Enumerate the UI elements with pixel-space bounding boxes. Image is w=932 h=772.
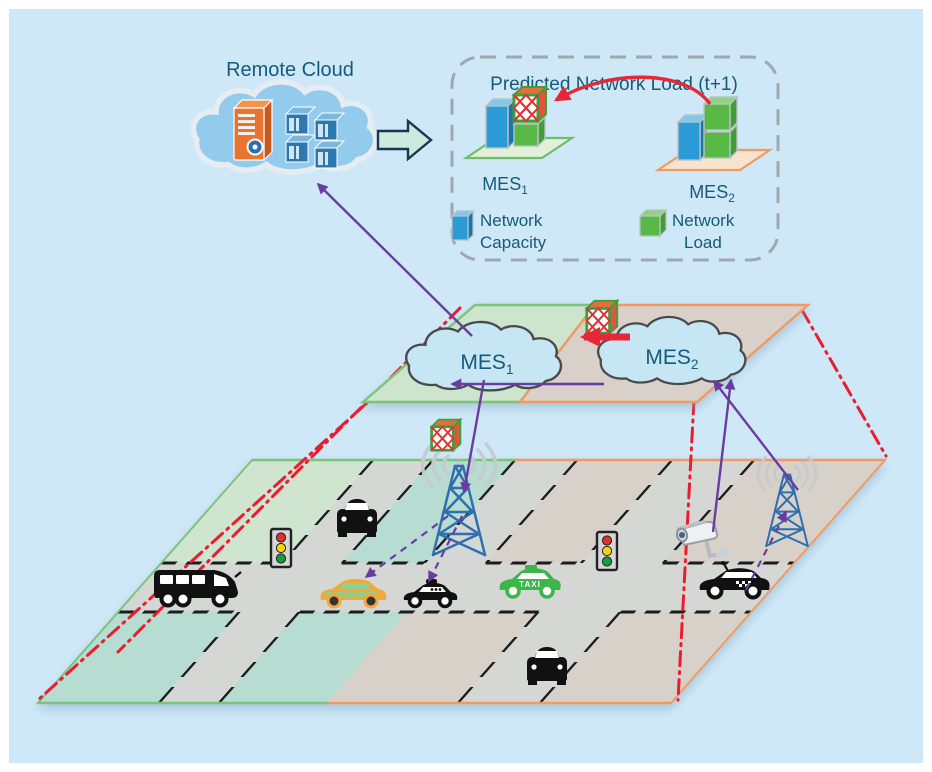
block-green-1 xyxy=(161,460,373,563)
mes1-to-tower1-link xyxy=(460,379,486,494)
taxi-label: TAXI xyxy=(519,580,541,589)
tower1-to-yellow-car-link xyxy=(364,515,449,578)
block-teal-2 xyxy=(37,612,240,703)
bus-icon xyxy=(154,570,242,608)
server-tower-icon xyxy=(232,98,274,162)
taxi-icon xyxy=(699,561,770,600)
legend-load-line1: Network xyxy=(672,211,735,230)
projection-line-middle xyxy=(676,398,696,702)
package-icon xyxy=(430,418,462,452)
legend-capacity-icon xyxy=(450,209,475,242)
load-bar xyxy=(702,95,739,160)
network-links xyxy=(316,182,799,533)
panel-title: Predicted Network Load (t+1) xyxy=(490,74,738,95)
predicted-load-panel: Predicted Network Load (t+1) MES1 xyxy=(450,55,780,262)
block-tan-1 xyxy=(486,460,672,563)
mes1-cloud: MES1 xyxy=(404,320,563,392)
taxi-to-tower2-link xyxy=(745,510,787,591)
traffic-light-icon xyxy=(269,527,293,569)
block-arrow-icon xyxy=(376,118,433,162)
predicted-mes2-label: MES2 xyxy=(689,182,735,205)
mes1-to-remote-cloud-link xyxy=(316,182,473,337)
green-zone-border xyxy=(35,458,517,705)
mes1-cloud-label: MES1 xyxy=(460,351,514,377)
predicted-migration-arrow xyxy=(553,75,712,106)
package-icon xyxy=(585,299,619,335)
remote-cloud xyxy=(193,82,375,172)
legend-load-icon xyxy=(638,208,668,238)
car-icon xyxy=(403,579,458,609)
camera-to-mes2-link xyxy=(711,378,736,533)
capacity-bar xyxy=(676,113,709,162)
panel-dashed-border xyxy=(450,55,780,262)
legend-capacity-line1: Network xyxy=(480,211,543,230)
block-teal-3 xyxy=(218,612,408,703)
car-icon xyxy=(320,579,387,609)
legend-capacity-line2: Capacity xyxy=(480,233,547,252)
server-rack-icon xyxy=(284,106,346,169)
projection-line-right xyxy=(800,308,888,458)
capacity-bar xyxy=(484,97,517,150)
block-tan-3 xyxy=(539,612,752,703)
remote-cloud-title: Remote Cloud xyxy=(226,59,354,81)
package-icon xyxy=(512,85,548,123)
predicted-mes2: MES2 xyxy=(654,95,774,205)
v2i-links xyxy=(364,510,787,591)
cctv-camera-icon xyxy=(675,519,730,559)
legend: Network Capacity Network Load xyxy=(450,208,735,252)
predicted-mes1: MES1 xyxy=(462,85,576,197)
taxi-icon: TAXI xyxy=(499,565,561,599)
block-tan-2 xyxy=(326,612,539,703)
projection-line-left-2 xyxy=(36,400,370,702)
mes2-cloud: MES2 xyxy=(596,315,747,386)
predicted-mes1-label: MES1 xyxy=(482,174,528,197)
legend-load-line2: Load xyxy=(684,233,722,252)
block-teal-tower xyxy=(342,460,515,563)
traffic-light-icon xyxy=(595,530,619,572)
orange-zone-border xyxy=(325,458,888,705)
mes2-cloud-label: MES2 xyxy=(645,346,699,372)
